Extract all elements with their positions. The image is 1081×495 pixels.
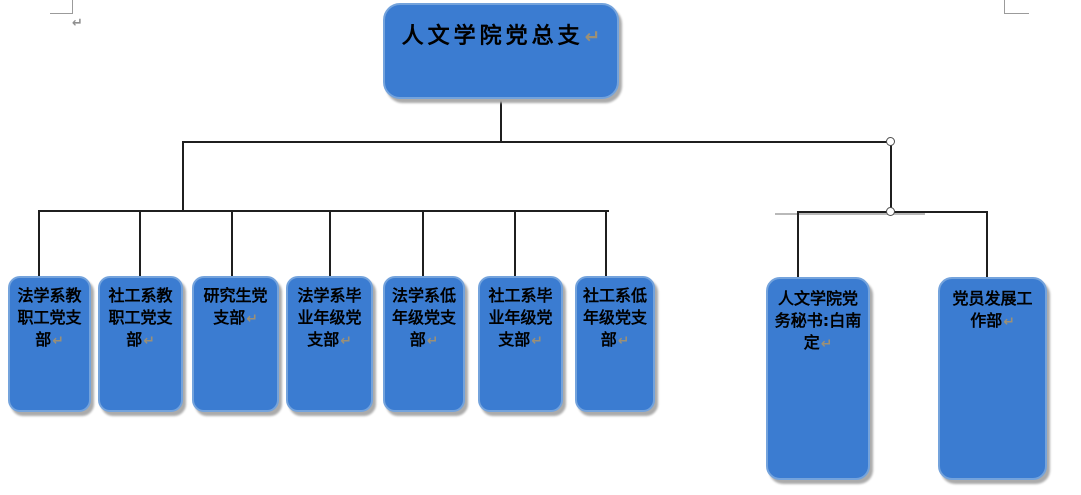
paragraph-mark-icon: ↵ (340, 333, 352, 350)
paragraph-mark-icon: ↵ (820, 336, 833, 353)
org-node-socialwork-faculty-branch[interactable]: 社工系教职工党支部↵ (98, 276, 183, 412)
org-node-label: 法学系教职工党支部 (17, 286, 82, 350)
connector-drop (231, 210, 233, 277)
paragraph-mark-icon: ↵ (617, 333, 630, 350)
org-node-root[interactable]: 人文学院党总支↵ (383, 3, 619, 99)
connector-drop (797, 212, 799, 277)
org-node-label: 法学系毕业年级党支部 (297, 286, 362, 350)
paragraph-mark-icon: ↵ (72, 16, 83, 31)
connector-main-horizontal (182, 141, 892, 143)
paragraph-mark-icon: ↵ (1003, 314, 1015, 331)
paragraph-mark-icon: ↵ (246, 311, 258, 328)
connector-root-drop (500, 99, 502, 142)
org-node-label: 社工系低年级党支部 (582, 286, 647, 350)
paragraph-mark-icon: ↵ (531, 333, 543, 350)
paragraph-mark-icon: ↵ (143, 333, 155, 350)
connector-left-feeder (182, 141, 184, 212)
org-node-label: 人文学院党务秘书:白南定 (774, 289, 862, 353)
org-node-label: 社工系教职工党支部 (108, 286, 173, 350)
connector-drop (986, 212, 988, 277)
connector-left-horizontal (38, 210, 609, 212)
paragraph-mark-icon: ↵ (52, 333, 64, 350)
org-node-law-faculty-branch[interactable]: 法学系教职工党支部↵ (8, 276, 91, 412)
org-node-label: 人文学院党总支 (401, 24, 584, 49)
margin-corner-topleft (50, 13, 73, 14)
connector-selection-halo (775, 213, 925, 215)
paragraph-mark-icon: ↵ (426, 333, 439, 350)
org-node-law-lowergrade-branch[interactable]: 法学系低年级党支部↵ (383, 276, 465, 412)
connector-handle-icon[interactable] (886, 207, 895, 216)
org-node-graduate-branch[interactable]: 研究生党支部↵ (192, 276, 279, 412)
connector-drop (605, 210, 607, 277)
org-node-label: 社工系毕业年级党支部 (488, 286, 553, 350)
org-node-law-graduating-branch[interactable]: 法学系毕业年级党支部↵ (286, 276, 373, 412)
connector-drop (139, 210, 141, 277)
org-node-party-secretary[interactable]: 人文学院党务秘书:白南定↵ (766, 277, 870, 480)
org-node-socialwork-lowergrade-branch[interactable]: 社工系低年级党支部↵ (575, 276, 655, 412)
connector-drop (38, 210, 40, 277)
org-node-label: 党员发展工作部 (952, 289, 1033, 331)
org-node-socialwork-graduating-branch[interactable]: 社工系毕业年级党支部↵ (478, 276, 563, 412)
org-node-label: 法学系低年级党支部 (391, 286, 456, 350)
org-node-label: 研究生党支部 (203, 286, 268, 328)
connector-drop (514, 210, 516, 277)
connector-drop (329, 210, 331, 277)
connector-right-feeder[interactable] (890, 141, 892, 212)
org-node-member-development[interactable]: 党员发展工作部↵ (938, 277, 1047, 480)
margin-corner-topleft (72, 0, 73, 13)
paragraph-mark-icon: ↵ (584, 27, 601, 48)
margin-corner-topright (1004, 0, 1005, 14)
connector-drop (422, 210, 424, 277)
margin-corner-topright (1004, 13, 1029, 14)
connector-handle-icon[interactable] (886, 137, 895, 146)
